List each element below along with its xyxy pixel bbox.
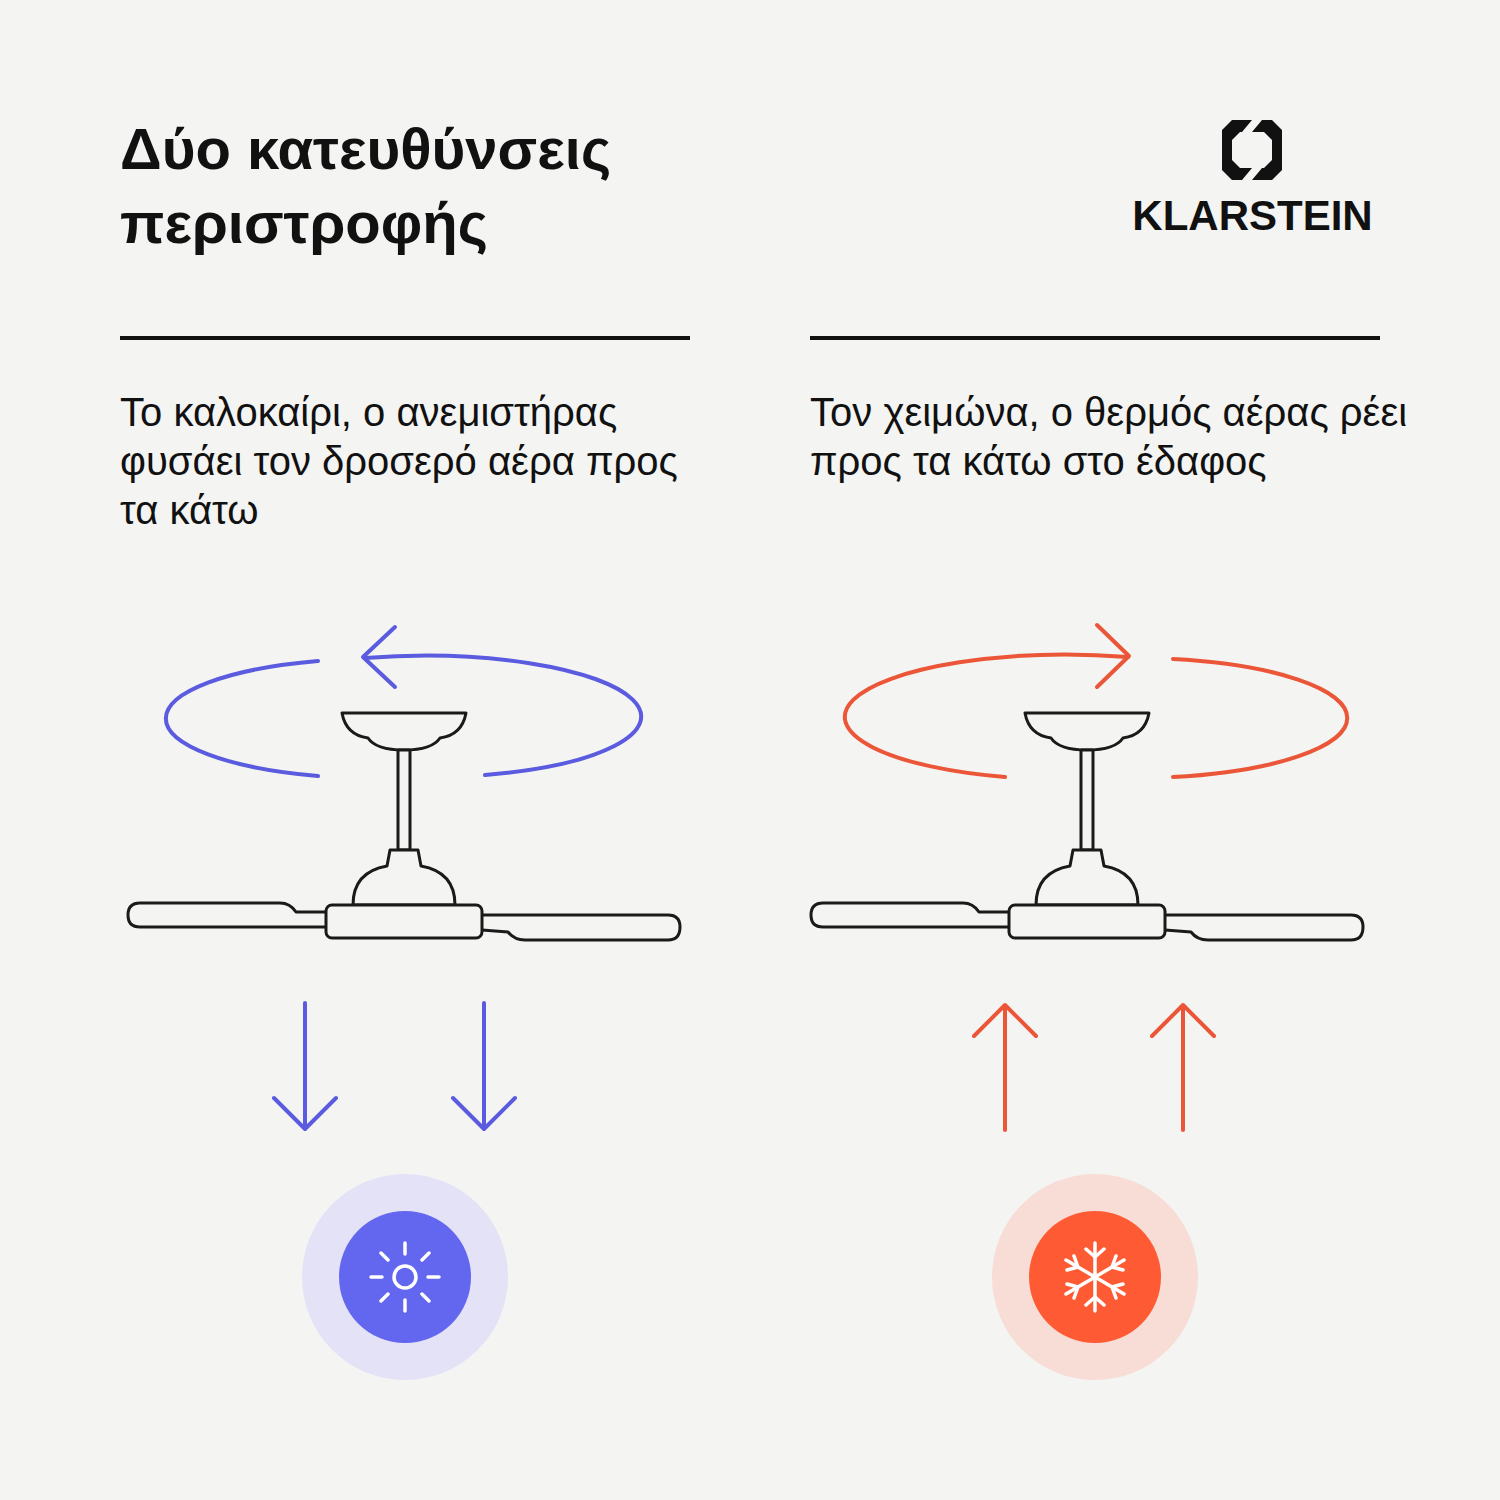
- sun-badge: [302, 1174, 508, 1380]
- sun-badge: [339, 1211, 471, 1343]
- airflow-arrow: [974, 1005, 1214, 1130]
- divider: [120, 336, 690, 340]
- brand-logo: KLARSTEIN: [1110, 192, 1395, 240]
- sun-icon: [371, 1243, 439, 1311]
- ceiling-fan: [811, 713, 1363, 940]
- summer-caption: Το καλοκαίρι, ο ανεμιστήρας φυσάει τον δ…: [120, 388, 710, 535]
- ceiling-fan: [128, 713, 680, 940]
- logo-icon: [1222, 120, 1282, 180]
- airflow-arrow: [274, 1003, 515, 1129]
- snow-badge: [1029, 1211, 1161, 1343]
- snowflake-icon: [1066, 1243, 1124, 1311]
- winter-caption: Τον χειμώνα, ο θερμός αέρας ρέει προς τα…: [810, 388, 1410, 486]
- page-title: Δύο κατευθύνσεις περιστροφής: [120, 112, 700, 260]
- rotation-arrow: [845, 625, 1347, 777]
- snow-badge: [992, 1174, 1198, 1380]
- divider: [810, 336, 1380, 340]
